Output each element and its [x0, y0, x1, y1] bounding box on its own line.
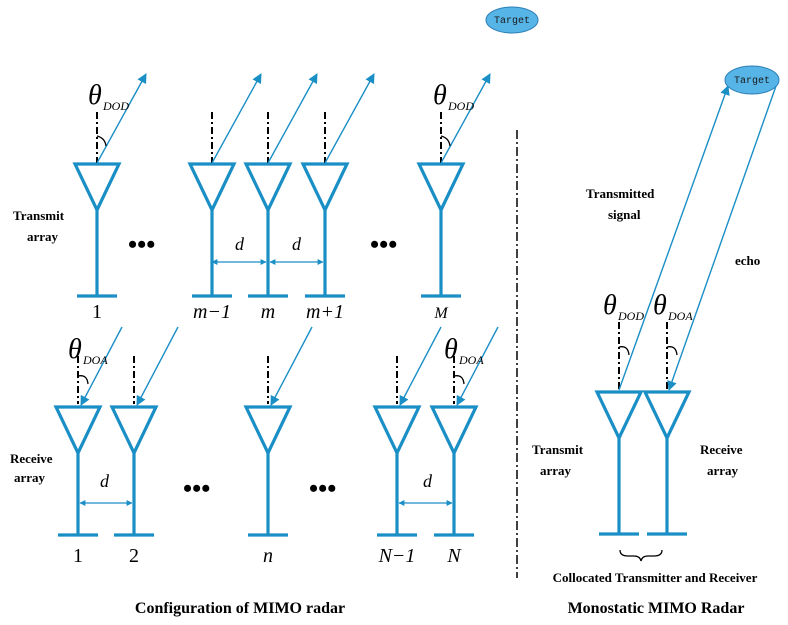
ellipsis: ••• [183, 474, 210, 503]
mono-rx-angle-arc [666, 346, 678, 356]
collocated-label: Collocated Transmitter and Receiver [553, 570, 758, 585]
tx-index-m: m [261, 301, 275, 323]
tx-antenna-1-triangle [72, 162, 122, 214]
transmitted-signal-line2: signal [608, 207, 641, 222]
theta-subscript: DOA [667, 309, 693, 323]
mono-rx-antenna-triangle [642, 390, 692, 442]
tx-beam-arrow-2 [211, 73, 262, 164]
rx-index-N-1: N−1 [378, 545, 416, 567]
tx-beam-arrow-5 [440, 73, 491, 164]
spacing-label: d [292, 234, 302, 254]
tx-antenna-4-triangle [300, 162, 350, 214]
theta-subscript: DOA [458, 353, 484, 367]
mono-transmit-line2: array [540, 463, 572, 478]
tx-antenna-2-triangle [187, 162, 237, 214]
tx-antenna-5-triangle [416, 162, 466, 214]
ellipsis: ••• [128, 230, 155, 259]
rx-incoming-arrow-3 [270, 326, 313, 406]
tx-antenna-3-triangle [243, 162, 293, 214]
theta-dod-left: θ DOD [88, 80, 129, 113]
tx-angle-arc-1 [96, 135, 107, 147]
target-top-label: Target [494, 16, 530, 27]
tx-index-m-1: m−1 [193, 301, 231, 323]
rx-angle-arc-1 [77, 375, 89, 385]
rx-incoming-arrow-5 [456, 326, 499, 406]
rx-index-1: 1 [73, 545, 83, 567]
rx-antenna-5-triangle [429, 405, 479, 457]
theta-symbol: θ [603, 290, 617, 321]
mono-transmitted-arrow [618, 85, 730, 391]
collocated-brace [619, 549, 663, 562]
mono-transmit-line1: Transmit [532, 442, 584, 457]
receive-array-label-line2: array [14, 470, 46, 485]
antenna-group [53, 73, 777, 537]
theta-symbol: θ [88, 80, 102, 111]
mono-tx-angle-arc [618, 346, 630, 356]
theta-dod-right: θ DOD [433, 80, 474, 113]
theta-doa-mono: θ DOA [653, 290, 693, 323]
tx-index-M: M [433, 305, 449, 322]
target-right-label: Target [734, 76, 770, 87]
theta-doa-right: θ DOA [444, 334, 484, 367]
theta-symbol: θ [433, 80, 447, 111]
spacing-label: d [423, 471, 433, 491]
transmit-array-label-line1: Transmit [13, 208, 65, 223]
tx-beam-arrow-1 [96, 73, 147, 164]
theta-symbol: θ [653, 290, 667, 321]
left-caption: Configuration of MIMO radar [135, 600, 345, 617]
ellipsis: ••• [309, 474, 336, 503]
rx-index-N: N [446, 545, 462, 567]
theta-subscript: DOD [102, 99, 129, 113]
theta-doa-left: θ DOA [68, 334, 108, 367]
theta-dod-mono: θ DOD [603, 290, 644, 323]
target-right: Target [724, 65, 780, 95]
rx-index-2: 2 [129, 545, 139, 567]
tx-index-1: 1 [92, 301, 102, 323]
transmit-array-label-line2: array [27, 229, 59, 244]
rx-antenna-4-triangle [372, 405, 422, 457]
theta-subscript: DOA [82, 353, 108, 367]
theta-subscript: DOD [447, 99, 474, 113]
theta-symbol: θ [68, 334, 82, 365]
theta-subscript: DOD [617, 309, 644, 323]
tx-index-m+1: m+1 [306, 301, 344, 323]
spacing-label: d [100, 471, 110, 491]
rx-incoming-arrow-2 [136, 326, 179, 406]
theta-symbol: θ [444, 334, 458, 365]
rx-incoming-arrow-1 [80, 326, 123, 406]
rx-index-n: n [263, 545, 273, 567]
tx-beam-arrow-3 [267, 73, 318, 164]
transmitted-signal-line1: Transmitted [586, 186, 655, 201]
mono-receive-line1: Receive [700, 442, 743, 457]
target-right-shape [724, 65, 780, 95]
rx-incoming-arrow-4 [399, 326, 442, 406]
right-caption: Monostatic MIMO Radar [568, 600, 745, 617]
spacing-label: d [235, 234, 245, 254]
rx-antenna-2-triangle [109, 405, 159, 457]
tx-angle-arc-5 [440, 135, 451, 147]
target-top: Target [485, 6, 539, 34]
mono-receive-line2: array [707, 463, 739, 478]
ellipsis: ••• [370, 230, 397, 259]
echo-label: echo [735, 253, 760, 268]
rx-antenna-3-triangle [243, 405, 293, 457]
tx-beam-arrow-4 [324, 73, 375, 164]
target-top-shape [485, 6, 539, 34]
mono-echo-arrow [667, 85, 777, 391]
mono-tx-antenna-triangle [594, 390, 644, 442]
rx-antenna-1-triangle [53, 405, 103, 457]
rx-angle-arc-5 [453, 375, 465, 385]
receive-array-label-line1: Receive [10, 451, 53, 466]
